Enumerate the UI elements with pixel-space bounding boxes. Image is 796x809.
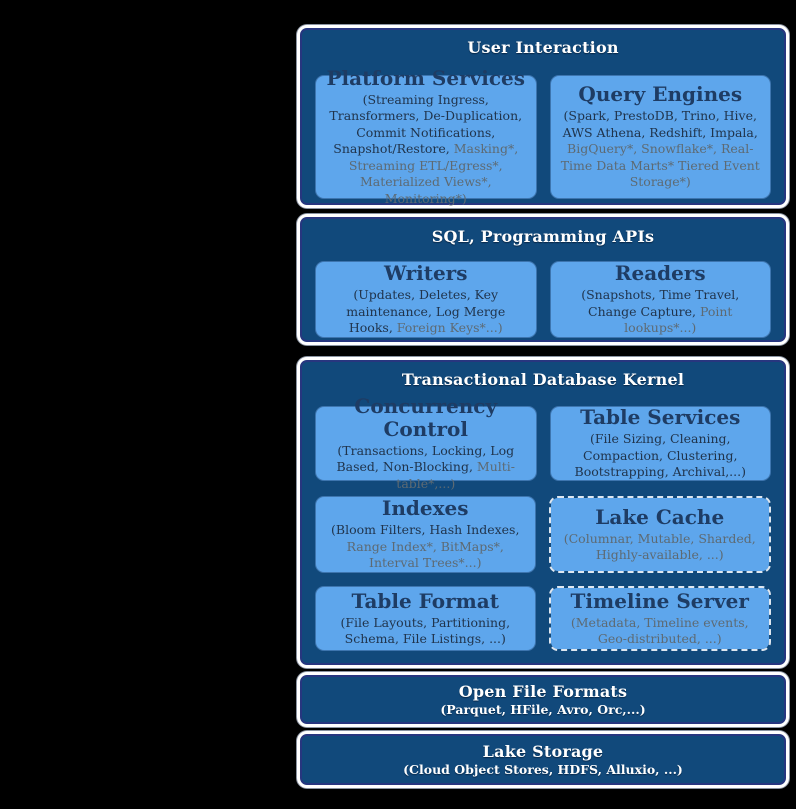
query-engines-title: Query Engines: [578, 82, 743, 107]
readers-body-primary: (Snapshots, Time Travel, Change Capture,: [581, 287, 740, 319]
box-concurrency-control: Concurrency Control (Transactions, Locki…: [315, 394, 537, 491]
box-indexes: Indexes (Bloom Filters, Hash Indexes, Ra…: [315, 496, 536, 573]
open-file-formats-list: (Parquet, HFile, Avro, Orc,...): [440, 701, 646, 717]
platform-services-title: Platform Services: [326, 65, 526, 90]
box-query-engines: Query Engines (Spark, PrestoDB, Trino, H…: [549, 75, 771, 199]
indexes-body-future: Range Index*, BitMaps*, Interval Trees*.…: [346, 538, 504, 571]
table-services-body-primary: (File Sizing, Cleaning, Compaction, Clus…: [574, 431, 746, 480]
lake-cache-body: (Columnar, Mutable, Sharded, Highly-avai…: [560, 531, 761, 564]
section-sql-programming-apis: SQL, Programming APIs Writers (Updates, …: [297, 214, 789, 345]
section-title-lake-storage: Lake Storage: [482, 741, 604, 761]
section-title-sql-programming-apis: SQL, Programming APIs: [431, 227, 655, 246]
section-transactional-database-kernel: Transactional Database Kernel Concurrenc…: [297, 357, 789, 668]
readers-body: (Snapshots, Time Travel, Change Capture,…: [560, 287, 762, 337]
readers-body-future: Point lookups*...): [624, 303, 733, 336]
indexes-body: (Bloom Filters, Hash Indexes, Range Inde…: [325, 522, 526, 572]
writers-title: Writers: [384, 261, 468, 286]
table-services-body: (File Sizing, Cleaning, Compaction, Clus…: [560, 431, 762, 481]
kernel-row-2: Indexes (Bloom Filters, Hash Indexes, Ra…: [300, 496, 786, 573]
timeline-server-body: (Metadata, Timeline events, Geo-distribu…: [560, 615, 761, 648]
section-user-interaction: User Interaction Platform Services (Stre…: [297, 25, 789, 208]
kernel-row-3: Table Format (File Layouts, Partitioning…: [300, 586, 786, 651]
box-readers: Readers (Snapshots, Time Travel, Change …: [549, 261, 771, 338]
table-format-body: (File Layouts, Partitioning, Schema, Fil…: [325, 615, 526, 648]
readers-title: Readers: [614, 261, 706, 286]
writers-body: (Updates, Deletes, Key maintenance, Log …: [325, 287, 527, 337]
platform-services-body: (Streaming Ingress, Transformers, De-Dup…: [325, 92, 527, 208]
concurrency-control-title: Concurrency Control: [354, 393, 498, 441]
writers-body-future: Foreign Keys*...): [396, 320, 503, 336]
box-platform-services: Platform Services (Streaming Ingress, Tr…: [315, 66, 537, 206]
box-timeline-server: Timeline Server (Metadata, Timeline even…: [548, 586, 771, 651]
indexes-body-primary: (Bloom Filters, Hash Indexes,: [331, 522, 520, 538]
concurrency-control-body: (Transactions, Locking, Log Based, Non-B…: [325, 443, 527, 493]
user-interaction-row: Platform Services (Streaming Ingress, Tr…: [300, 66, 786, 206]
lake-cache-title: Lake Cache: [595, 504, 725, 529]
kernel-row-1: Concurrency Control (Transactions, Locki…: [300, 394, 786, 491]
indexes-title: Indexes: [381, 496, 469, 521]
lake-storage-list: (Cloud Object Stores, HDFS, Alluxio, ...…: [403, 761, 683, 777]
section-lake-storage: Lake Storage (Cloud Object Stores, HDFS,…: [297, 731, 789, 788]
concurrency-control-body-primary: (Transactions, Locking, Log Based, Non-B…: [336, 442, 515, 475]
lake-cache-body-future: (Columnar, Mutable, Sharded, Highly-avai…: [563, 530, 756, 563]
writers-body-primary: (Updates, Deletes, Key maintenance, Log …: [346, 287, 506, 336]
table-services-title: Table Services: [580, 405, 741, 430]
table-format-title: Table Format: [351, 588, 500, 613]
query-engines-body-future: BigQuery*, Snowflake*, Real-Time Data Ma…: [560, 141, 760, 190]
query-engines-body-primary: (Spark, PrestoDB, Trino, Hive, AWS Athen…: [562, 108, 758, 140]
box-table-format: Table Format (File Layouts, Partitioning…: [315, 586, 536, 651]
section-title-user-interaction: User Interaction: [467, 38, 619, 57]
box-lake-cache: Lake Cache (Columnar, Mutable, Sharded, …: [548, 496, 771, 573]
architecture-diagram: User Interaction Platform Services (Stre…: [297, 25, 789, 788]
section-open-file-formats: Open File Formats (Parquet, HFile, Avro,…: [297, 672, 789, 727]
section-title-transactional-database-kernel: Transactional Database Kernel: [401, 370, 685, 389]
platform-services-body-future: Masking*, Streaming ETL/Egress*, Materia…: [348, 141, 519, 206]
table-format-body-primary: (File Layouts, Partitioning, Schema, Fil…: [340, 614, 511, 647]
concurrency-control-body-future: Multi-table*,...): [396, 459, 515, 491]
query-engines-body: (Spark, PrestoDB, Trino, Hive, AWS Athen…: [560, 108, 762, 191]
box-writers: Writers (Updates, Deletes, Key maintenan…: [315, 261, 537, 338]
section-title-open-file-formats: Open File Formats: [458, 681, 628, 701]
timeline-server-title: Timeline Server: [570, 588, 749, 613]
sql-apis-row: Writers (Updates, Deletes, Key maintenan…: [300, 261, 786, 338]
timeline-server-body-future: (Metadata, Timeline events, Geo-distribu…: [570, 614, 749, 647]
box-table-services: Table Services (File Sizing, Cleaning, C…: [549, 405, 771, 481]
platform-services-body-primary: (Streaming Ingress, Transformers, De-Dup…: [329, 91, 523, 157]
